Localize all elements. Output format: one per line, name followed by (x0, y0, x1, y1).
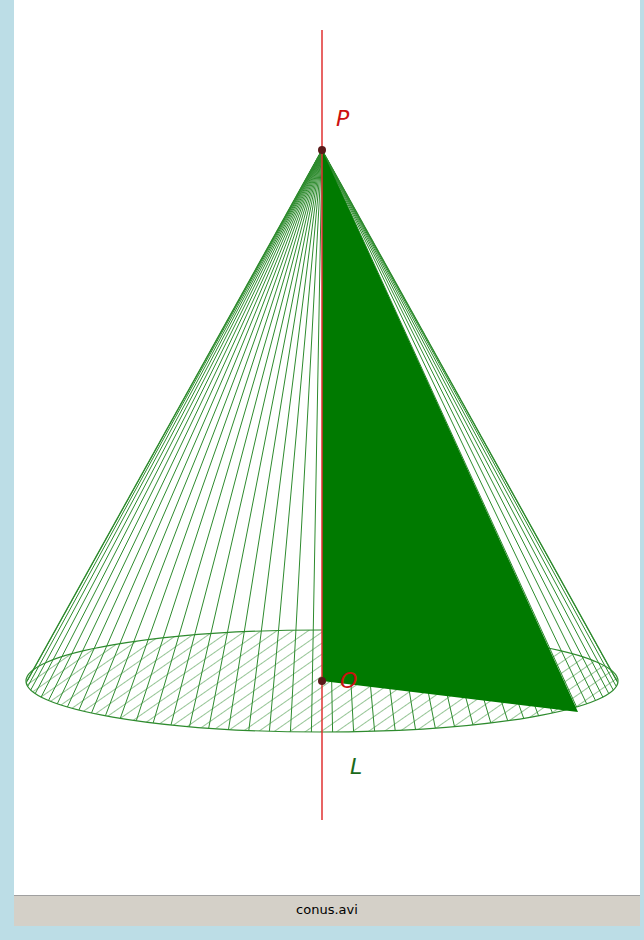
generator-line (209, 150, 322, 728)
generator-line (67, 150, 322, 707)
generator-line (41, 150, 322, 697)
generator-line (249, 150, 322, 730)
point-label: O (338, 668, 359, 693)
generator-line (311, 150, 322, 732)
generator-line (190, 150, 323, 727)
generator-line (120, 150, 322, 718)
line-label: L (348, 754, 364, 779)
apex-point (318, 146, 326, 154)
generator-line (31, 150, 322, 690)
generator-line (57, 150, 322, 704)
generator-line (49, 150, 323, 701)
generator-line (171, 150, 322, 725)
generator-line (26, 150, 322, 683)
file-name: conus.avi (294, 902, 360, 917)
center-point (318, 677, 326, 685)
generator-line (153, 150, 322, 723)
generator-line (28, 150, 322, 687)
generator-line (92, 150, 323, 713)
generator-line (290, 150, 322, 732)
point-label: P (334, 106, 351, 131)
axial-triangle (322, 150, 578, 712)
generator-line (105, 150, 322, 716)
generator-line (35, 150, 322, 694)
generator-line (79, 150, 322, 710)
